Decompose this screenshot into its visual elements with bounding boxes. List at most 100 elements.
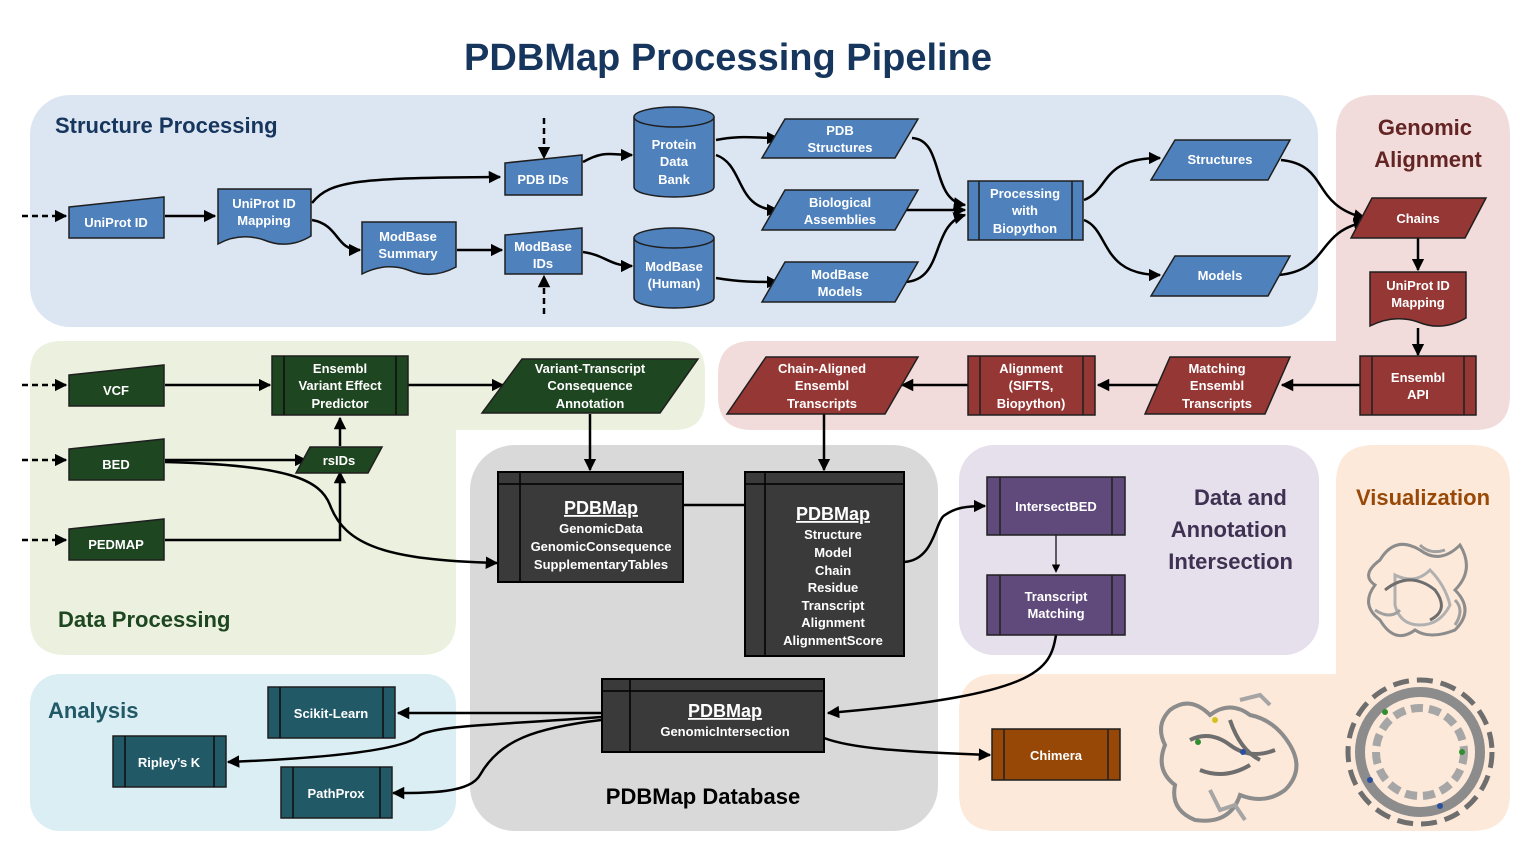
node-modbase-summary[interactable]: ModBase Summary bbox=[361, 221, 457, 276]
edge bbox=[582, 148, 634, 164]
svg-text:Models: Models bbox=[818, 284, 863, 299]
svg-text:ModBase: ModBase bbox=[379, 229, 437, 244]
edge bbox=[715, 131, 780, 145]
svg-text:PDB: PDB bbox=[826, 123, 853, 138]
node-uniprot-mapping[interactable]: UniProt ID Mapping bbox=[217, 188, 312, 246]
edge bbox=[903, 499, 987, 564]
node-uniprot-mapping-2[interactable]: UniProt ID Mapping bbox=[1369, 271, 1467, 328]
node-variant-annotation[interactable]: Variant-Transcript Consequence Annotatio… bbox=[480, 358, 700, 414]
node-bed[interactable]: BED bbox=[68, 438, 165, 481]
svg-text:Protein: Protein bbox=[652, 137, 697, 152]
diagram-title: PDBMap Processing Pipeline bbox=[464, 37, 992, 79]
svg-text:PDBMap: PDBMap bbox=[796, 504, 870, 524]
node-chains[interactable]: Chains bbox=[1349, 197, 1488, 239]
svg-text:Variant-Transcript: Variant-Transcript bbox=[535, 361, 646, 376]
svg-text:Transcript: Transcript bbox=[802, 598, 866, 613]
node-chimera[interactable]: Chimera bbox=[991, 728, 1121, 781]
svg-text:Biopython): Biopython) bbox=[997, 396, 1066, 411]
edge bbox=[823, 736, 992, 761]
node-ripleys-k[interactable]: Ripley’s K bbox=[112, 735, 227, 788]
svg-text:PDB IDs: PDB IDs bbox=[517, 172, 568, 187]
node-modbase-models[interactable]: ModBase Models bbox=[760, 261, 920, 303]
node-biological-assemblies[interactable]: Biological Assemblies bbox=[760, 189, 920, 231]
svg-text:Structure: Structure bbox=[804, 527, 862, 542]
visualization-label: Visualization bbox=[1356, 485, 1490, 510]
node-vcf[interactable]: VCF bbox=[68, 364, 165, 407]
intersection-label: Data and Annotation Intersection bbox=[1168, 485, 1293, 574]
svg-text:GenomicConsequence: GenomicConsequence bbox=[531, 539, 672, 554]
svg-text:Ensembl: Ensembl bbox=[1391, 370, 1445, 385]
svg-text:IDs: IDs bbox=[533, 256, 553, 271]
db-genomic-table[interactable]: PDBMap GenomicData GenomicConsequence Su… bbox=[497, 471, 684, 583]
node-modbase-human[interactable]: ModBase (Human) bbox=[633, 227, 715, 309]
node-pdb-structures[interactable]: PDB Structures bbox=[760, 118, 920, 159]
node-uniprot-id[interactable]: UniProt ID bbox=[68, 196, 165, 239]
svg-text:UniProt ID: UniProt ID bbox=[232, 196, 296, 211]
node-ensembl-api[interactable]: Ensembl API bbox=[1359, 355, 1477, 416]
edge bbox=[904, 212, 967, 284]
svg-text:Predictor: Predictor bbox=[311, 396, 368, 411]
svg-text:PEDMAP: PEDMAP bbox=[88, 537, 144, 552]
svg-text:(SIFTS,: (SIFTS, bbox=[1009, 378, 1054, 393]
protein-structure-image bbox=[1159, 692, 1299, 823]
svg-text:Variant Effect: Variant Effect bbox=[298, 378, 382, 393]
svg-text:UniProt ID: UniProt ID bbox=[1386, 278, 1450, 293]
svg-text:Consequence: Consequence bbox=[547, 378, 632, 393]
svg-text:Transcript: Transcript bbox=[1025, 589, 1089, 604]
node-intersectbed[interactable]: IntersectBED bbox=[986, 476, 1126, 536]
svg-text:Ensembl: Ensembl bbox=[795, 378, 849, 393]
node-pedmap[interactable]: PEDMAP bbox=[68, 518, 165, 561]
svg-text:Matching: Matching bbox=[1027, 606, 1084, 621]
svg-text:Data: Data bbox=[660, 154, 689, 169]
analysis-label: Analysis bbox=[48, 698, 139, 723]
node-chain-aligned[interactable]: Chain-Aligned Ensembl Transcripts bbox=[725, 356, 920, 415]
svg-text:Alignment: Alignment bbox=[801, 615, 865, 630]
node-protein-data-bank[interactable]: Protein Data Bank bbox=[633, 106, 715, 198]
svg-text:ModBase: ModBase bbox=[811, 267, 869, 282]
svg-text:Mapping: Mapping bbox=[237, 213, 290, 228]
node-pdb-ids[interactable]: PDB IDs bbox=[504, 154, 583, 196]
node-modbase-ids[interactable]: ModBase IDs bbox=[504, 227, 583, 275]
svg-text:Summary: Summary bbox=[378, 246, 438, 261]
svg-text:Scikit-Learn: Scikit-Learn bbox=[294, 706, 368, 721]
svg-text:VCF: VCF bbox=[103, 383, 129, 398]
genomic-alignment-label: Genomic Alignment bbox=[1374, 115, 1482, 172]
node-models[interactable]: Models bbox=[1149, 255, 1292, 297]
node-scikit-learn[interactable]: Scikit-Learn bbox=[267, 686, 396, 739]
svg-text:Alignment: Alignment bbox=[999, 361, 1063, 376]
edge bbox=[715, 153, 780, 217]
edge bbox=[911, 136, 967, 210]
svg-text:ModBase: ModBase bbox=[645, 259, 703, 274]
svg-text:API: API bbox=[1407, 387, 1429, 402]
node-rsids[interactable]: rsIDs bbox=[294, 446, 384, 474]
node-matching-transcripts[interactable]: Matching Ensembl Transcripts bbox=[1143, 356, 1292, 415]
edge bbox=[1083, 218, 1162, 282]
node-structures[interactable]: Structures bbox=[1149, 139, 1292, 181]
node-processing-biopython[interactable]: Processing with Biopython bbox=[967, 180, 1084, 241]
svg-text:Ripley’s K: Ripley’s K bbox=[138, 755, 201, 770]
node-transcript-matching[interactable]: Transcript Matching bbox=[986, 574, 1126, 636]
edge bbox=[311, 218, 362, 257]
node-alignment[interactable]: Alignment (SIFTS, Biopython) bbox=[967, 355, 1096, 416]
svg-text:Ensembl: Ensembl bbox=[313, 361, 367, 376]
svg-text:Processing: Processing bbox=[990, 186, 1060, 201]
structure-processing-region bbox=[30, 95, 1318, 327]
node-vep[interactable]: Ensembl Variant Effect Predictor bbox=[271, 355, 409, 416]
node-pathprox[interactable]: PathProx bbox=[280, 766, 393, 819]
svg-text:PDBMap: PDBMap bbox=[564, 498, 638, 518]
svg-text:Transcripts: Transcripts bbox=[1182, 396, 1252, 411]
db-structural-table[interactable]: PDBMap Structure Model Chain Residue Tra… bbox=[744, 471, 905, 657]
svg-text:Biopython: Biopython bbox=[993, 221, 1057, 236]
svg-text:Chains: Chains bbox=[1396, 211, 1439, 226]
edge bbox=[1280, 158, 1367, 222]
svg-text:Matching: Matching bbox=[1188, 361, 1245, 376]
db-intersection-table[interactable]: PDBMap GenomicIntersection bbox=[601, 678, 825, 753]
svg-text:GenomicIntersection: GenomicIntersection bbox=[660, 724, 789, 739]
structure-processing-label: Structure Processing bbox=[55, 113, 278, 138]
svg-text:Structures: Structures bbox=[807, 140, 872, 155]
svg-text:Mapping: Mapping bbox=[1391, 295, 1444, 310]
pdbmap-database-label: PDBMap Database bbox=[606, 784, 800, 809]
svg-text:with: with bbox=[1011, 203, 1038, 218]
svg-text:PDBMap: PDBMap bbox=[688, 701, 762, 721]
